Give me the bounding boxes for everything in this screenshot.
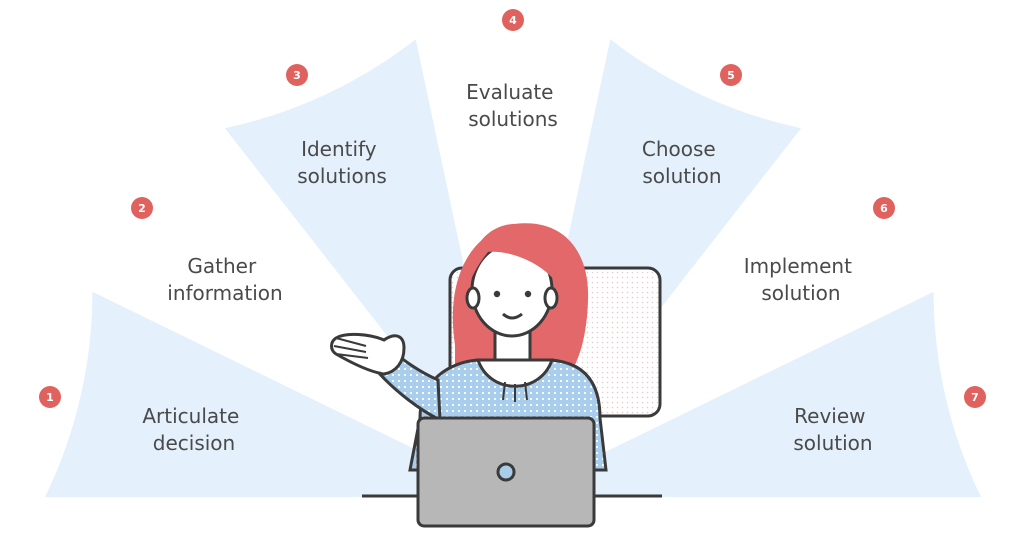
step-6: 6 Implement solution: [744, 197, 895, 305]
step-number: 1: [46, 391, 54, 404]
step-label: Identify solutions: [297, 137, 387, 188]
step-7: 7 Review solution: [793, 386, 986, 455]
hand-fingers: [333, 337, 369, 359]
smile: [502, 312, 523, 320]
step-label: Review solution: [793, 404, 872, 455]
step-number-badge: [286, 64, 308, 86]
right-eye: [524, 290, 532, 298]
laptop-logo: [496, 462, 516, 482]
step-number: 2: [138, 202, 146, 215]
step-label: Evaluate solutions: [466, 80, 560, 131]
step-number: 7: [971, 391, 979, 404]
step-number-badge: [39, 386, 61, 408]
right-ear: [543, 286, 559, 310]
step-number-badge: [964, 386, 986, 408]
step-number: 4: [509, 14, 517, 27]
step-label: Articulate decision: [142, 404, 245, 455]
step-label: Gather information: [167, 254, 282, 305]
left-eye: [493, 290, 501, 298]
step-number-badge: [873, 197, 895, 219]
open-palm-hand-icon: [330, 332, 406, 376]
step-4: 4 Evaluate solutions: [466, 9, 560, 131]
wedge-step-7: [513, 291, 981, 497]
step-number: 6: [880, 202, 888, 215]
step-number: 5: [727, 69, 735, 82]
step-3: 3 Identify solutions: [286, 64, 387, 188]
collar-detail: [502, 381, 528, 402]
left-ear: [465, 286, 481, 310]
wedge-step-1: [45, 291, 513, 497]
step-label: Choose solution: [642, 137, 722, 188]
collar: [475, 358, 555, 388]
woman-at-laptop-illustration: [330, 223, 662, 528]
step-number-badge: [131, 197, 153, 219]
step-number-badge: [502, 9, 524, 31]
hair-front: [469, 223, 560, 282]
step-label: Implement solution: [744, 254, 859, 305]
step-number-badge: [720, 64, 742, 86]
step-number: 3: [293, 69, 301, 82]
step-2: 2 Gather information: [131, 197, 283, 305]
step-5: 5 Choose solution: [642, 64, 742, 188]
steps-layer: 1 Articulate decision 2 Gather informati…: [39, 9, 986, 455]
step-1: 1 Articulate decision: [39, 386, 245, 455]
